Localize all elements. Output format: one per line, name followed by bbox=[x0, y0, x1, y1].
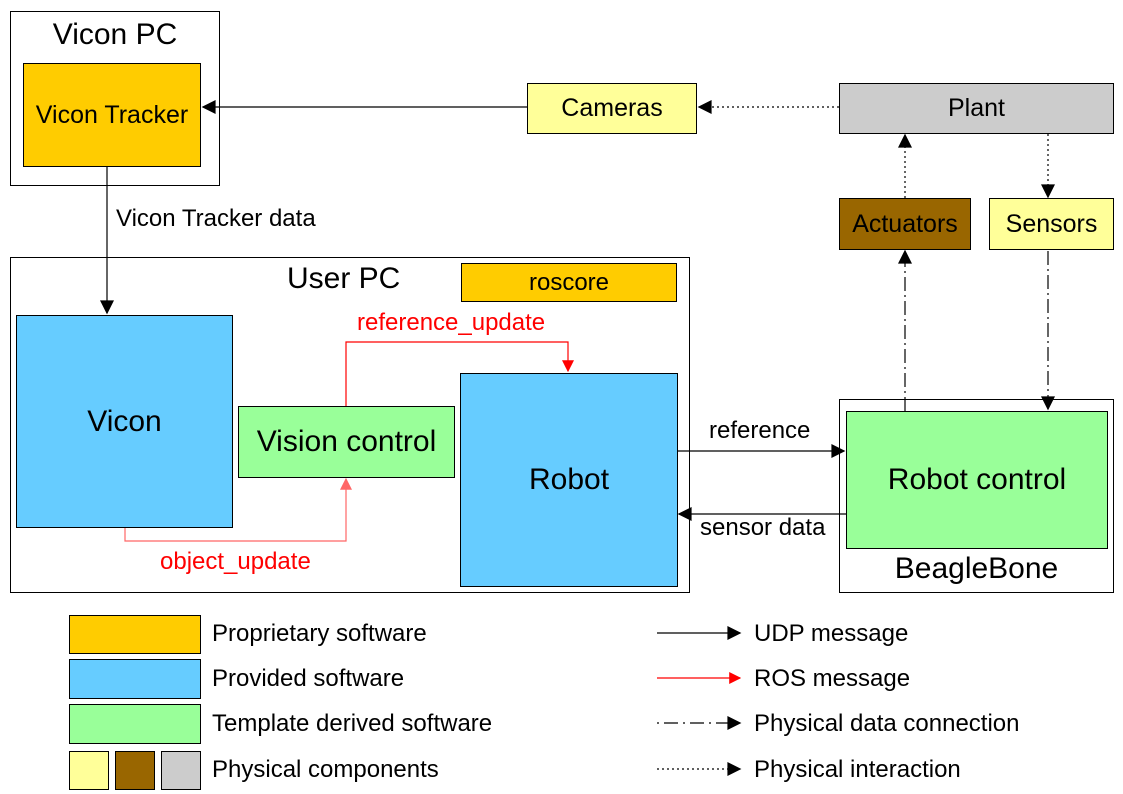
robot-control-node: Robot control bbox=[846, 411, 1108, 549]
edge-label-reference: reference bbox=[709, 417, 811, 444]
actuators-node: Actuators bbox=[839, 198, 971, 250]
legend-swatch-provided bbox=[69, 659, 201, 699]
roscore-node: roscore bbox=[461, 263, 677, 302]
edge-visioncontrol-to-robot bbox=[345, 341, 574, 406]
legend-swatch-proprietary bbox=[69, 615, 201, 654]
vicon-node: Vicon bbox=[16, 315, 233, 528]
plant-node: Plant bbox=[839, 83, 1114, 134]
legend-label-proprietary: Proprietary software bbox=[212, 620, 427, 647]
edge-label-reference-update: reference_update bbox=[357, 309, 546, 336]
edge-label-vicon-tracker-data: Vicon Tracker data bbox=[116, 205, 316, 232]
user-pc-container bbox=[10, 257, 690, 593]
vision-control-node: Vision control bbox=[238, 406, 455, 478]
legend-label-physical: Physical components bbox=[212, 756, 439, 783]
beaglebone-container bbox=[839, 399, 1114, 593]
legend-label-physical-interaction: Physical interaction bbox=[754, 756, 961, 783]
legend-label-udp: UDP message bbox=[754, 620, 909, 647]
legend-swatch-physical-gray bbox=[161, 751, 201, 790]
legend-swatch-template bbox=[69, 704, 201, 744]
cameras-node: Cameras bbox=[527, 83, 697, 134]
edge-vicon-to-visioncontrol bbox=[124, 477, 352, 542]
legend-label-physical-data: Physical data connection bbox=[754, 710, 1020, 737]
user-pc-title: User PC bbox=[287, 262, 401, 295]
vicon-pc-title: Vicon PC bbox=[52, 18, 178, 51]
legend-label-template: Template derived software bbox=[212, 710, 493, 737]
legend-swatch-physical-brown bbox=[115, 751, 155, 790]
edge-label-object-update: object_update bbox=[160, 548, 311, 575]
legend-label-ros: ROS message bbox=[754, 665, 911, 692]
vicon-tracker-node: Vicon Tracker bbox=[23, 63, 201, 167]
vicon-pc-container bbox=[10, 11, 220, 186]
legend-swatch-physical-yellow bbox=[69, 751, 109, 790]
legend-label-provided: Provided software bbox=[212, 665, 405, 692]
sensors-node: Sensors bbox=[989, 198, 1114, 250]
robot-node: Robot bbox=[460, 373, 678, 587]
edge-label-sensor-data: sensor data bbox=[700, 514, 826, 541]
beaglebone-title: BeagleBone bbox=[894, 552, 1059, 585]
